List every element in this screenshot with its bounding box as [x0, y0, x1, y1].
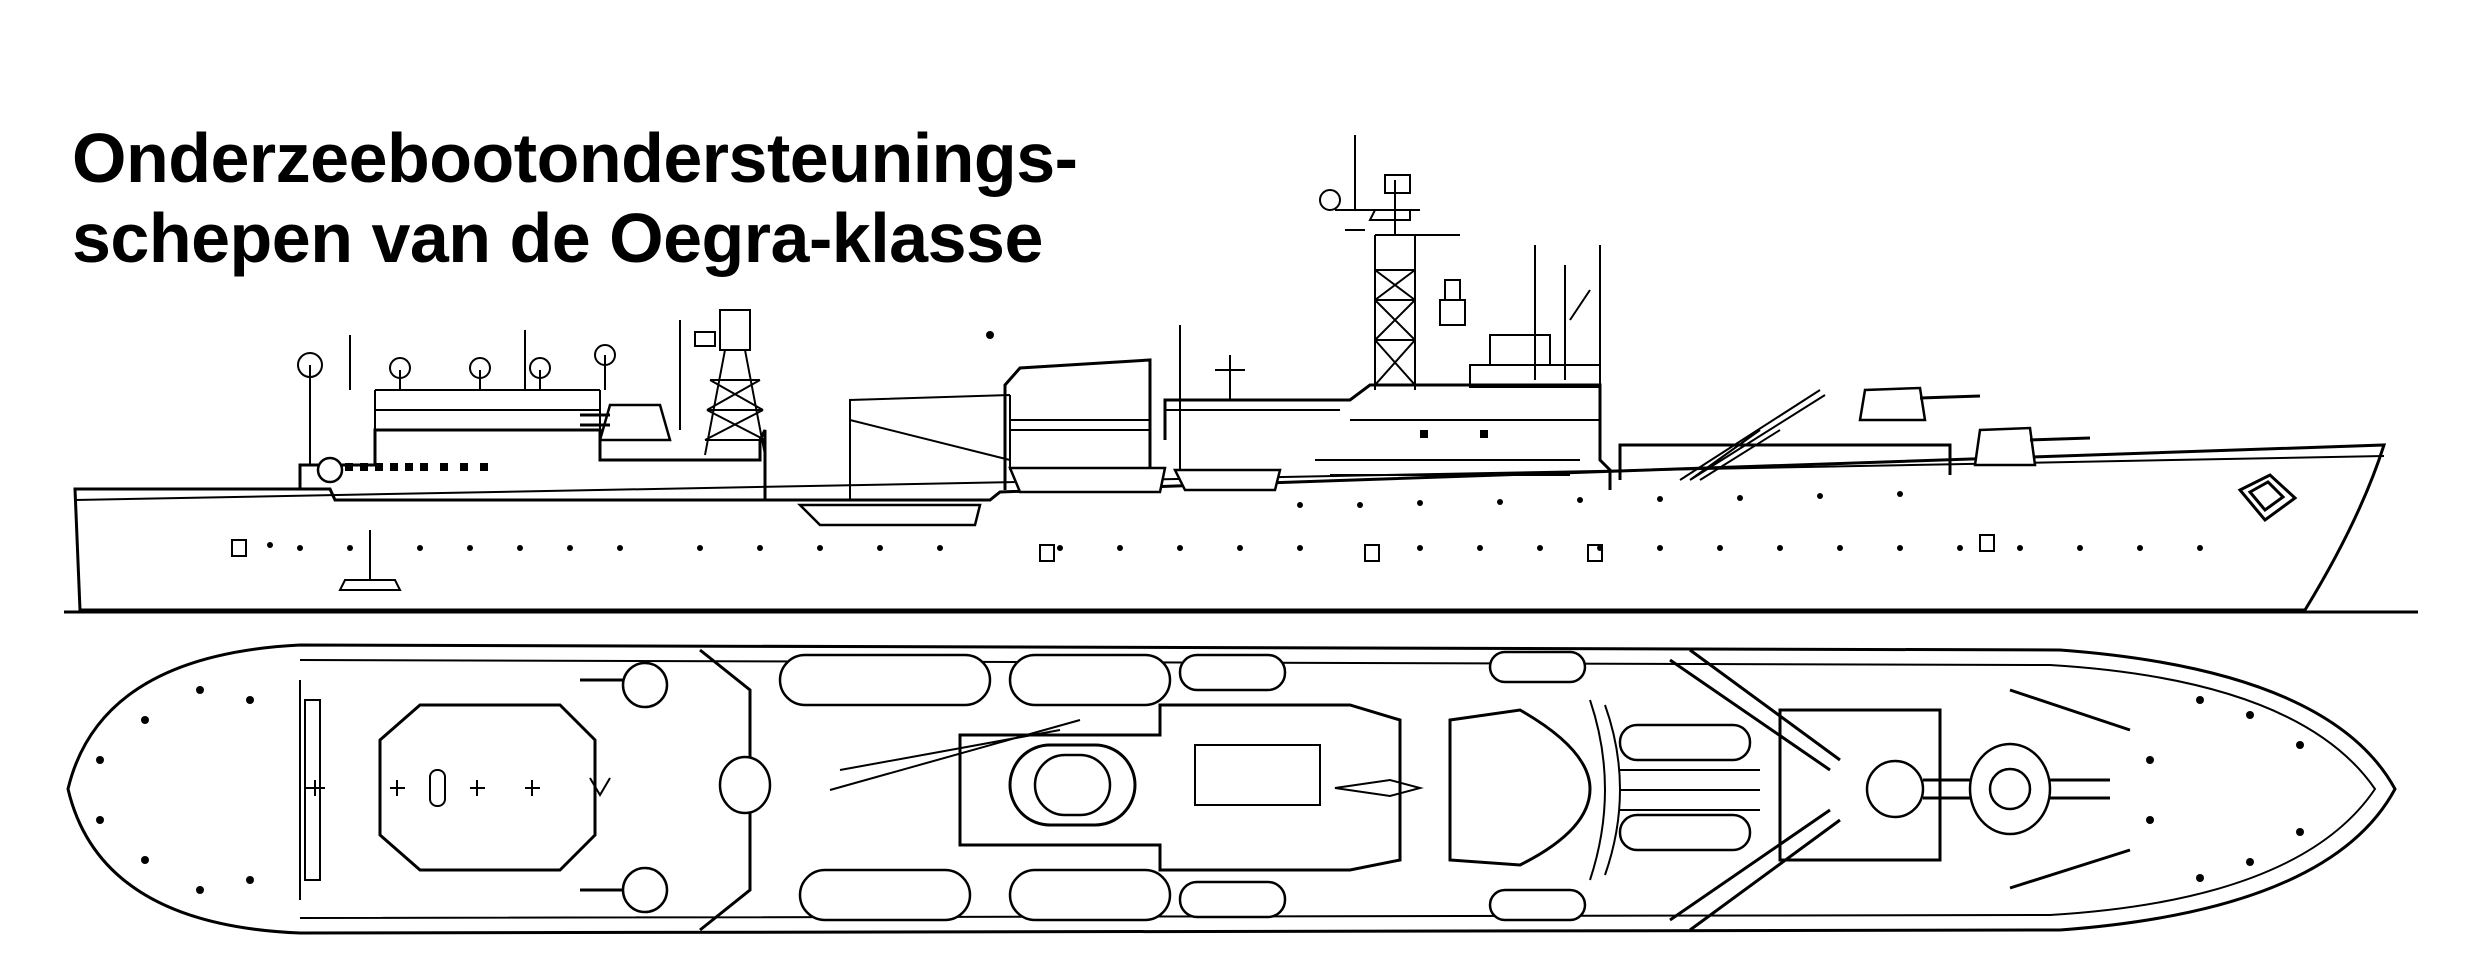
- aft-masts: [297, 320, 681, 465]
- boat-side-aft: [796, 503, 982, 527]
- fwd-superstructure: [1163, 383, 1612, 490]
- helicopter-deck: [378, 703, 597, 872]
- portholes: [267, 491, 2203, 551]
- aft-gun-turrets-plan: [580, 661, 772, 914]
- aft-windows: [345, 463, 488, 471]
- central-superstructure-plan: [958, 699, 1621, 881]
- top-plan-view: [66, 643, 2397, 935]
- main-lattice-mast: [1319, 135, 1601, 390]
- anchor-hawse: [2237, 473, 2298, 523]
- aft-gun-mount: [580, 403, 672, 442]
- title-line-2: schepen van de Oegra-klasse: [72, 199, 1043, 277]
- lattice-mast-aft: [694, 309, 766, 456]
- deck-markings: [305, 769, 611, 807]
- plan-deck-fittings: [96, 686, 2304, 894]
- aft-superstructure: [298, 428, 767, 500]
- fwd-crane: [1679, 389, 1826, 481]
- funnel: [1003, 358, 1167, 494]
- fwd-gun-turrets-plan: [1865, 742, 2110, 836]
- side-profile-view: [64, 135, 2418, 614]
- fwd-gun-mount-1: [1858, 386, 1981, 422]
- fwd-gun-mount-2: [1973, 426, 2091, 467]
- plan-boats: [778, 650, 1752, 922]
- hull-plan-outline: [66, 643, 2397, 935]
- plan-funnel: [1008, 743, 1137, 827]
- hull-side: [73, 443, 2387, 612]
- boat-side-fwd: [1172, 468, 1282, 492]
- fwd-cranes-plan: [1669, 648, 1841, 932]
- title-line-1: Onderzeebootondersteunings-: [72, 119, 1078, 197]
- drawing-title: Onderzeebootondersteunings- schepen van …: [72, 118, 1078, 278]
